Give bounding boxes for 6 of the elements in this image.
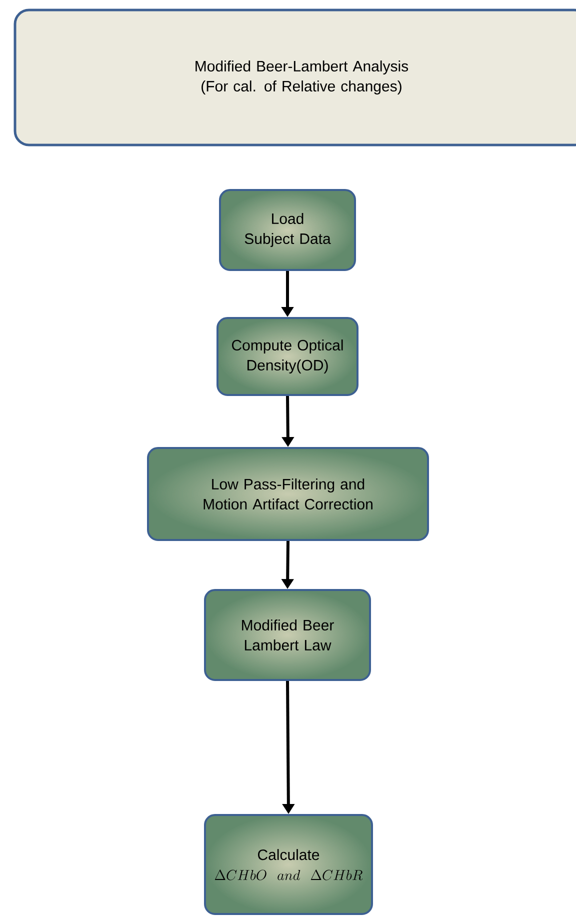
process-box: Load Subject Data [219, 189, 356, 271]
process-box: Low Pass-Filtering and Motion Artifact Correction [147, 447, 429, 541]
process-box: Compute Optical Density(OD) [216, 317, 358, 396]
process-box: Calculate $\Delta CHbO\ \ and\ \ \Delta CHbR$ [204, 814, 373, 915]
header-box: Modified Beer-Lambert Analysis (For cal. of Relative changes) [14, 8, 576, 146]
process-box: Modified Beer Lambert Law [204, 589, 371, 681]
